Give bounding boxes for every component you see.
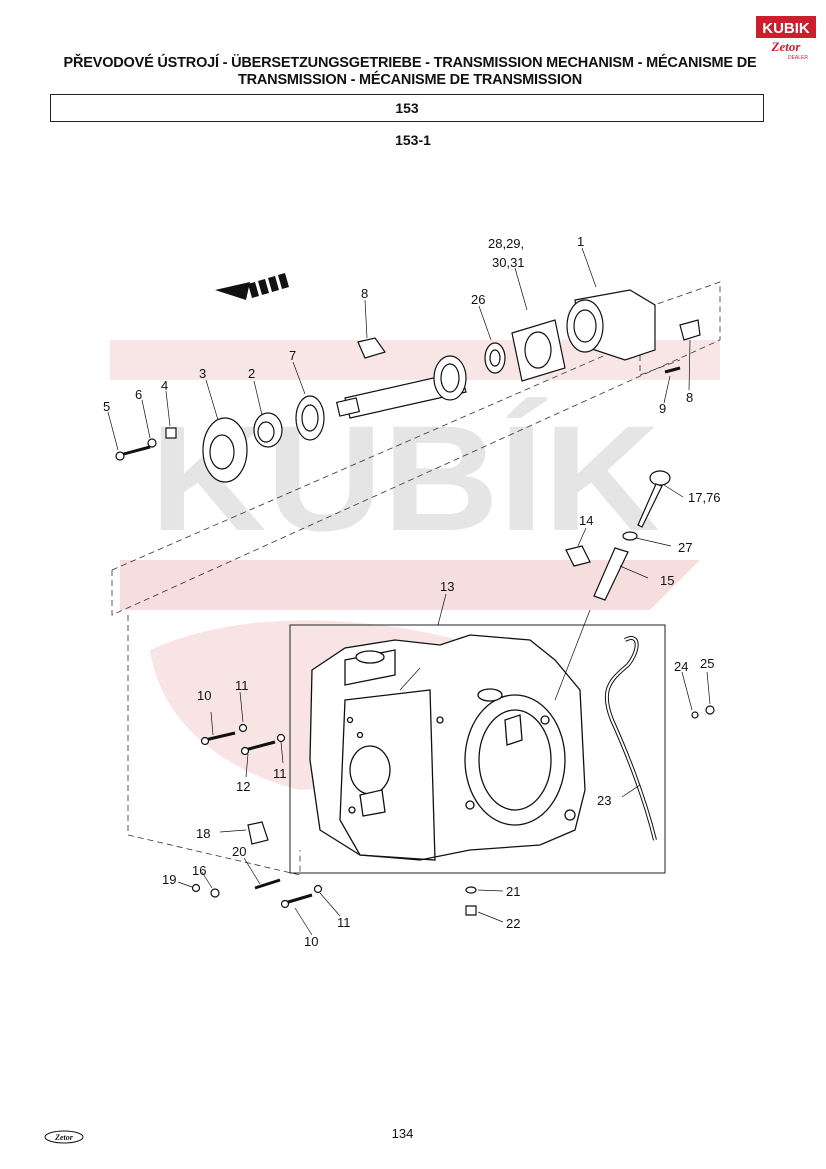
shaft-end — [335, 397, 361, 417]
breather-14 — [565, 545, 591, 567]
tube-15 — [593, 547, 629, 601]
kubik-logo-bg — [756, 16, 816, 38]
stud-20 — [254, 878, 281, 890]
dealer-logo-text: DEALER — [788, 55, 808, 61]
callout-8-right: 8 — [686, 390, 693, 405]
o-ring-27 — [622, 531, 638, 541]
watermark-top-band — [110, 340, 720, 380]
callout-8-left: 8 — [361, 286, 368, 301]
callout-10-lower: 10 — [304, 934, 318, 949]
callout-5: 5 — [103, 399, 110, 414]
kubik-zetor-logo: KUBIK Zetor DEALER — [756, 16, 816, 61]
washer-4 — [165, 427, 177, 439]
callout-7: 7 — [289, 348, 296, 363]
callout-leader-lines — [107, 247, 711, 936]
stud-12 — [244, 740, 276, 752]
zetor-footer-text: Zetor — [54, 1133, 74, 1142]
callout-15: 15 — [660, 573, 674, 588]
zetor-footer-logo: Zetor — [44, 1130, 84, 1144]
breather-18 — [247, 821, 269, 845]
input-shaft-assembly — [115, 289, 701, 483]
callout-22: 22 — [506, 916, 520, 931]
callout-18: 18 — [196, 826, 210, 841]
callout-16: 16 — [192, 863, 206, 878]
direction-arrow-icon — [215, 273, 289, 300]
washer-24 — [691, 711, 699, 719]
callout-9: 9 — [659, 401, 666, 416]
callout-3: 3 — [199, 366, 206, 381]
section-number-box: 153 — [50, 94, 764, 122]
callout-20: 20 — [232, 844, 246, 859]
callout-14: 14 — [579, 513, 593, 528]
watermark-red-band — [120, 560, 700, 610]
kubik-logo-text: KUBIK — [762, 20, 810, 37]
washer-11-lower — [313, 884, 323, 894]
callout-12: 12 — [236, 779, 250, 794]
dipstick-assembly — [565, 470, 671, 601]
callout-25: 25 — [700, 656, 714, 671]
callout-11-lower: 11 — [337, 915, 351, 930]
washer-11-upper — [238, 723, 248, 733]
housing-hole — [349, 745, 391, 795]
plug-25 — [705, 705, 715, 715]
oil-pipe-23 — [604, 636, 657, 841]
page-title: PŘEVODOVÉ ÚSTROJÍ - ÜBERSETZUNGSGETRIEBE… — [63, 55, 757, 88]
bolt-9 — [664, 366, 681, 374]
washer-19 — [191, 883, 201, 893]
callout-30-31: 30,31 — [492, 255, 525, 270]
callout-2: 2 — [248, 366, 255, 381]
callout-4: 4 — [161, 378, 168, 393]
callout-19: 19 — [162, 872, 176, 887]
housing-frame — [289, 624, 666, 874]
subsection-number: 153-1 — [395, 132, 431, 148]
gasket-28 — [511, 319, 566, 382]
callout-26: 26 — [471, 292, 485, 307]
nut-6 — [147, 438, 157, 448]
callout-11-mid: 11 — [273, 766, 287, 781]
bolt-10-lower — [284, 893, 313, 905]
nut-16 — [210, 888, 220, 898]
callout-21: 21 — [506, 884, 520, 899]
shaft-gear — [433, 355, 467, 401]
bolt-10-upper — [204, 731, 236, 742]
callout-6: 6 — [135, 387, 142, 402]
callout-27: 27 — [678, 540, 692, 555]
callout-23: 23 — [597, 793, 611, 808]
zetor-logo-text: Zetor — [771, 39, 802, 54]
callout-1: 1 — [577, 234, 584, 249]
callout-13: 13 — [440, 579, 454, 594]
callout-24: 24 — [674, 659, 688, 674]
callout-17-76: 17,76 — [688, 490, 721, 505]
dipstick-cap-17 — [649, 470, 671, 486]
callout-11-upper: 11 — [235, 678, 249, 693]
breather-8-right — [679, 319, 701, 341]
callout-labels: 1 2 3 4 5 6 7 8 8 9 10 10 11 11 11 12 13… — [103, 234, 721, 949]
transmission-housing-13 — [309, 634, 586, 861]
dipstick-rod — [637, 483, 663, 528]
breather-8-left — [357, 337, 386, 359]
callout-28-29: 28,29, — [488, 236, 524, 251]
bolt-5 — [119, 445, 151, 457]
plug-22 — [465, 905, 477, 916]
callout-10-upper: 10 — [197, 688, 211, 703]
page-number: 134 — [391, 1126, 414, 1141]
washer-11-mid — [276, 733, 286, 743]
housing-fasteners — [191, 705, 715, 916]
washer-21 — [465, 886, 477, 894]
